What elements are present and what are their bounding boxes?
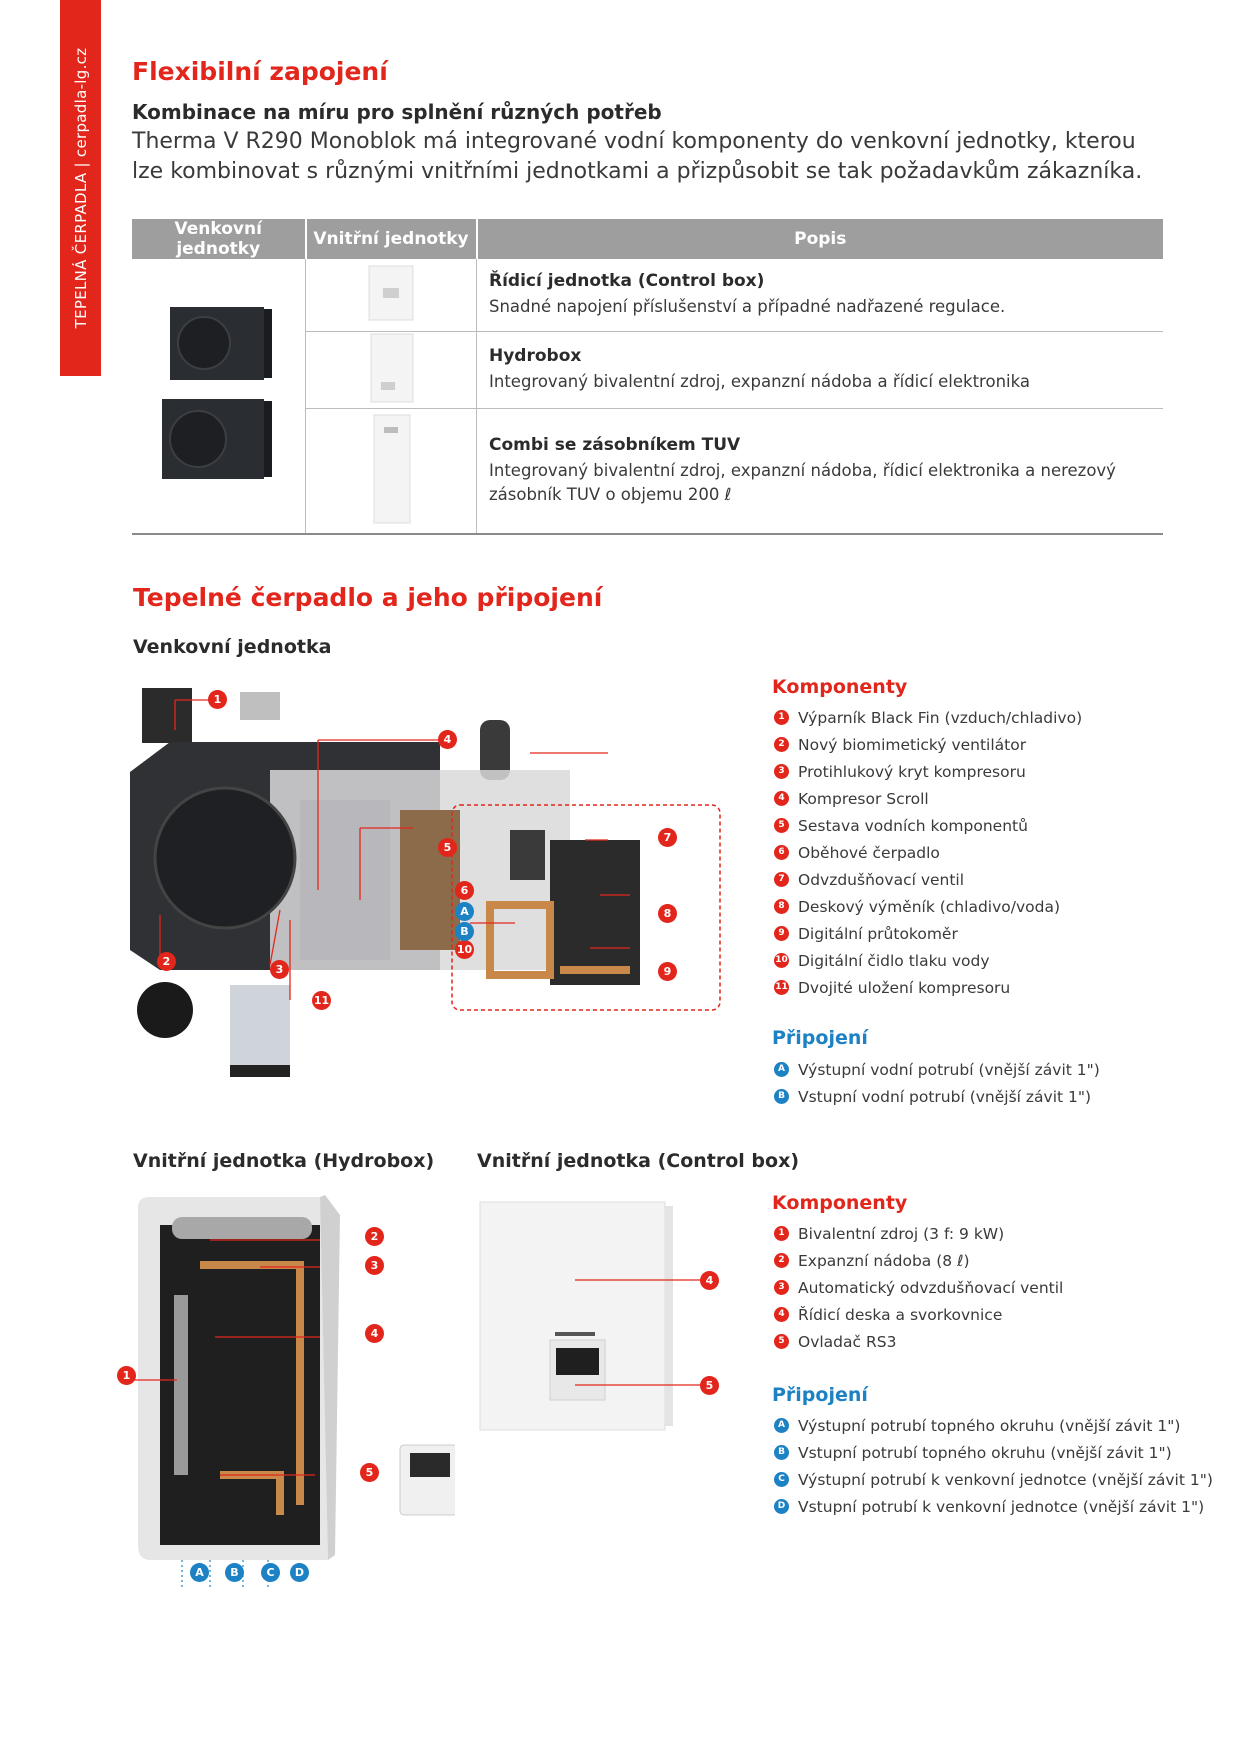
marker-D: D (290, 1563, 309, 1582)
row-combi: Combi se zásobníkem TUV Integrovaný biva… (476, 408, 1163, 535)
outdoor-heading: Venkovní jednotka (133, 636, 332, 658)
row-desc: Integrovaný bivalentní zdroj, expanzní n… (489, 460, 1116, 504)
controlbox-thumb (368, 265, 414, 321)
row-title: Hydrobox (489, 345, 582, 366)
hydrobox-illustration (122, 1195, 455, 1590)
controlbox-figure: 4 5 (470, 1200, 730, 1440)
marker-3: 3 (270, 960, 289, 979)
section-title-heatpump: Tepelné čerpadlo a jeho připojení (133, 583, 603, 612)
marker-4: 4 (438, 730, 457, 749)
combination-table: Venkovní jednotky Vnitřní jednotky Popis (132, 219, 1163, 535)
side-tab-text: TEPELNÁ ČERPADLA | cerpadla-lg.cz (71, 47, 90, 329)
hydrobox-figure: 2 3 4 1 5 A B C D (110, 1195, 455, 1595)
marker-6: 6 (455, 881, 474, 900)
marker-A: A (455, 902, 474, 921)
indoor-image-hydrobox (305, 331, 477, 409)
side-tab: TEPELNÁ ČERPADLA | cerpadla-lg.cz (60, 0, 101, 376)
row-desc: Snadné napojení příslušenství a případné… (489, 296, 1006, 316)
marker-5: 5 (360, 1463, 379, 1482)
indoor-image-combi (305, 408, 477, 535)
section-subtitle: Kombinace na míru pro splnění různých po… (132, 100, 662, 124)
indoor-image-controlbox (305, 259, 477, 332)
header-outdoor: Venkovní jednotky (132, 219, 306, 259)
hydrobox-thumb (370, 333, 414, 402)
outdoor-units-cell (132, 259, 306, 535)
controlbox-illustration (479, 1201, 710, 1431)
header-description: Popis (475, 219, 1163, 259)
marker-1: 1 (208, 690, 227, 709)
row-desc: Integrovaný bivalentní zdroj, expanzní n… (489, 371, 1030, 391)
marker-5: 5 (438, 838, 457, 857)
intro-paragraph: Therma V R290 Monoblok má integrované vo… (132, 129, 1143, 184)
outdoor-components-title: Komponenty (772, 676, 908, 698)
controlbox-heading: Vnitřní jednotka (Control box) (477, 1150, 800, 1172)
row-title: Combi se zásobníkem TUV (489, 434, 741, 455)
marker-8: 8 (658, 904, 677, 923)
marker-7: 7 (658, 828, 677, 847)
marker-B: B (455, 922, 474, 941)
marker-2: 2 (365, 1227, 384, 1246)
marker-4: 4 (365, 1324, 384, 1343)
marker-5: 5 (700, 1376, 719, 1395)
hydrobox-heading: Vnitřní jednotka (Hydrobox) (133, 1150, 435, 1172)
marker-1: 1 (117, 1366, 136, 1385)
marker-9: 9 (658, 962, 677, 981)
marker-C: C (261, 1563, 280, 1582)
marker-A: A (190, 1563, 209, 1582)
combi-thumb (373, 414, 411, 524)
outdoor-unit-figure: 1 2 3 4 5 6 7 8 9 10 11 A B (130, 680, 730, 1100)
marker-11: 11 (312, 991, 331, 1010)
marker-10: 10 (455, 940, 474, 959)
section-title-flexible: Flexibilní zapojení (132, 57, 388, 86)
marker-B: B (225, 1563, 244, 1582)
header-indoor: Vnitřní jednotky (304, 219, 477, 259)
outdoor-units-image (162, 307, 272, 479)
marker-4: 4 (700, 1271, 719, 1290)
indoor-components-title: Komponenty (772, 1192, 908, 1214)
marker-3: 3 (365, 1256, 384, 1275)
outdoor-unit-illustration (130, 688, 721, 1077)
marker-2: 2 (157, 952, 176, 971)
indoor-connections-title: Připojení (772, 1384, 868, 1406)
row-controlbox: Řídicí jednotka (Control box) Snadné nap… (476, 259, 1163, 332)
outdoor-connections-title: Připojení (772, 1027, 868, 1049)
row-title: Řídicí jednotka (Control box) (489, 270, 765, 291)
row-hydrobox: Hydrobox Integrovaný bivalentní zdroj, e… (476, 331, 1163, 409)
